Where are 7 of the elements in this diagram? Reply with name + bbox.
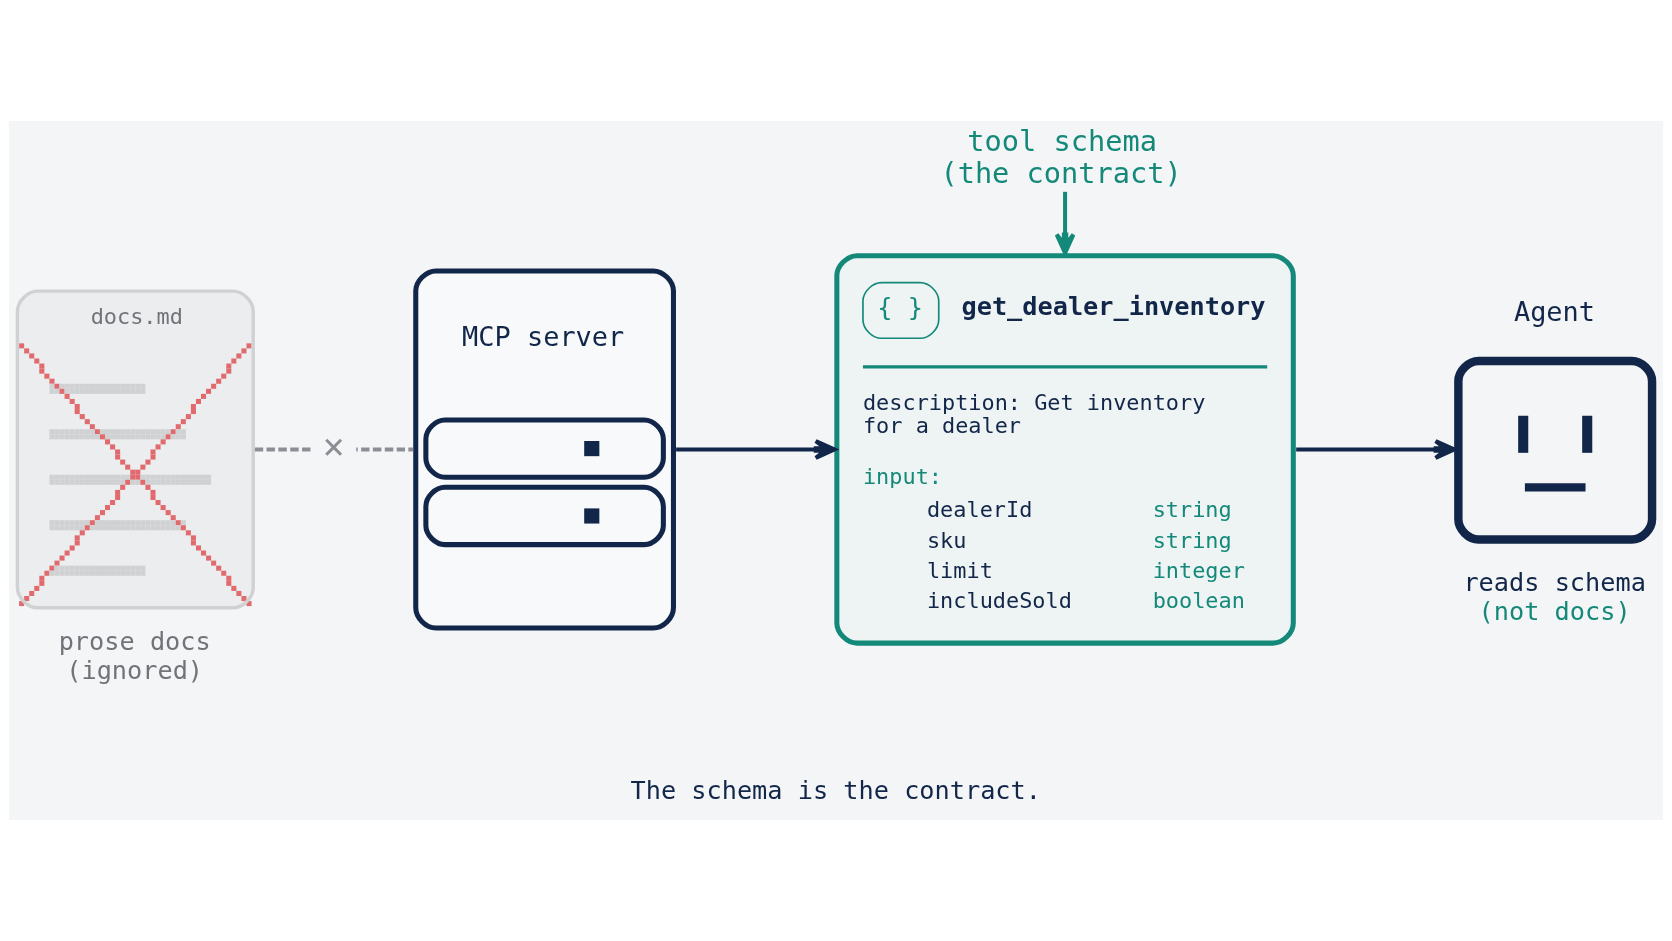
- edge-label: ×: [322, 424, 345, 468]
- node-label: (not docs): [1478, 596, 1631, 626]
- node-label: Agent: [1513, 296, 1596, 328]
- caption: The schema is the contract.: [630, 775, 1041, 805]
- node-label: reads schema: [1463, 567, 1646, 597]
- node-label: prose docs (ignored): [58, 626, 211, 685]
- node-text: tool schema (the contract): [940, 123, 1182, 190]
